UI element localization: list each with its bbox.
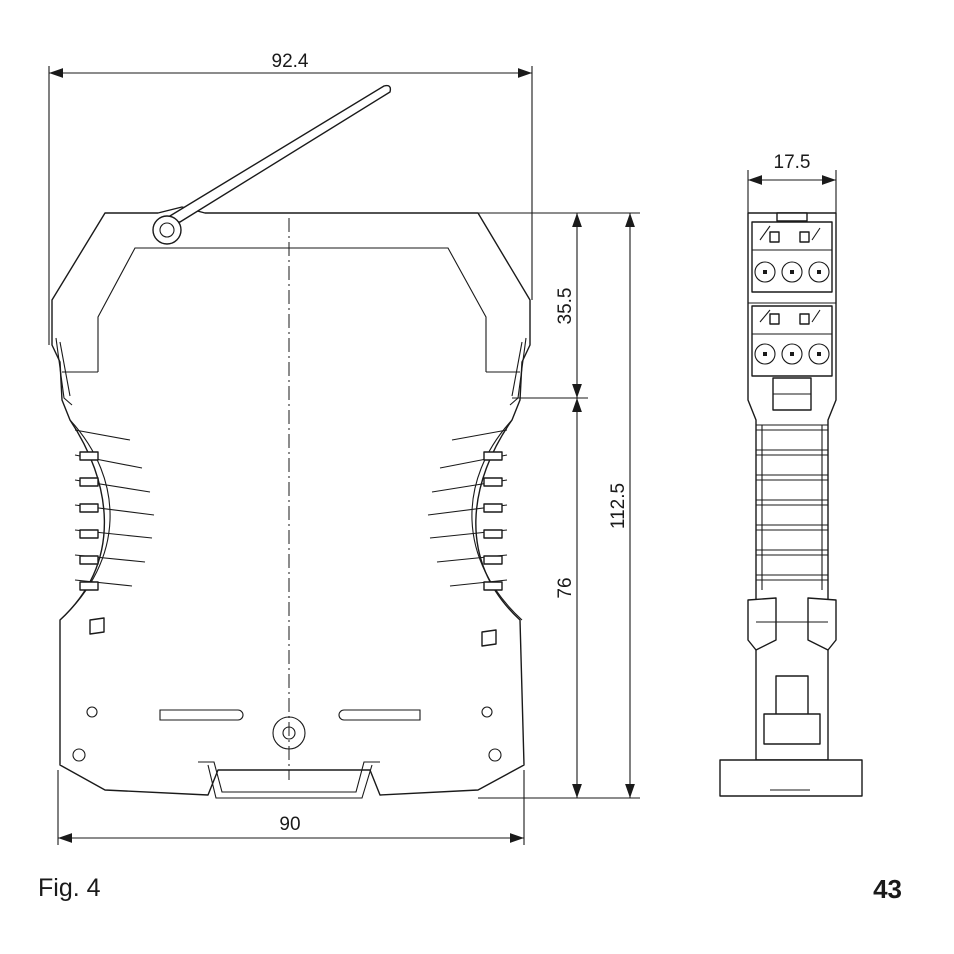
lever-pivot: [153, 216, 181, 244]
side-base-foot: [720, 760, 862, 796]
side-clip-right: [808, 598, 836, 650]
release-lever: [160, 86, 390, 222]
side-view: [720, 213, 862, 796]
page-number: 43: [873, 874, 902, 905]
total-height-label: 112.5: [608, 483, 629, 529]
side-clip-left: [748, 598, 776, 650]
figure-caption: Fig. 4: [38, 874, 101, 903]
overall-width-label: 92.4: [272, 51, 309, 72]
base-width-label: 90: [279, 814, 300, 835]
lower-height-label: 76: [555, 577, 576, 598]
upper-height-label: 35.5: [555, 288, 576, 325]
side-slider: [776, 676, 808, 716]
side-width-label: 17.5: [774, 152, 811, 173]
side-dimensions: 17.5: [748, 152, 836, 213]
front-view: [52, 86, 530, 798]
front-housing-outline: [52, 207, 530, 795]
